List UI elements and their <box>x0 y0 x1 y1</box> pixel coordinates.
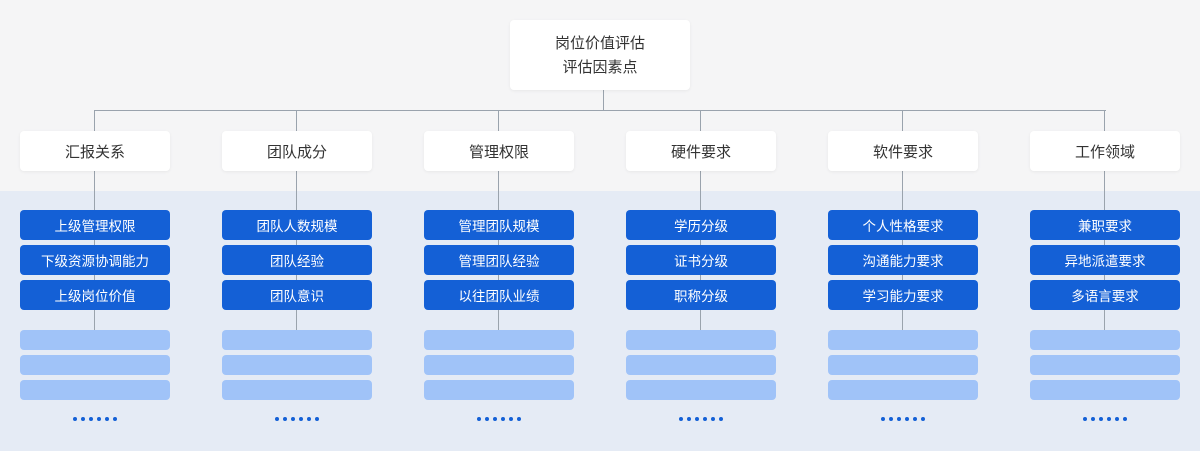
factor-item: 上级岗位价值 <box>20 280 170 310</box>
factor-item: 下级资源协调能力 <box>20 245 170 275</box>
category-node: 管理权限 <box>424 131 574 171</box>
placeholder-row <box>20 380 170 400</box>
placeholder-row <box>828 380 978 400</box>
factor-item: 管理团队规模 <box>424 210 574 240</box>
factor-item: 学习能力要求 <box>828 280 978 310</box>
ellipsis-dot <box>307 417 311 421</box>
ellipsis-dot <box>517 417 521 421</box>
category-node: 工作领域 <box>1030 131 1180 171</box>
ellipsis-dot <box>719 417 723 421</box>
factor-item: 团队意识 <box>222 280 372 310</box>
ellipsis-dot <box>485 417 489 421</box>
placeholder-row <box>626 355 776 375</box>
category-node: 团队成分 <box>222 131 372 171</box>
factor-item: 证书分级 <box>626 245 776 275</box>
placeholder-row <box>626 380 776 400</box>
horizontal-connector <box>95 110 1106 111</box>
ellipsis-dot <box>315 417 319 421</box>
ellipsis-dot <box>1099 417 1103 421</box>
ellipsis-dot <box>881 417 885 421</box>
placeholder-row <box>222 380 372 400</box>
ellipsis-dot <box>913 417 917 421</box>
ellipsis-dot <box>1091 417 1095 421</box>
root-node: 岗位价值评估 评估因素点 <box>510 20 690 90</box>
placeholder-row <box>1030 380 1180 400</box>
factor-item: 管理团队经验 <box>424 245 574 275</box>
ellipsis-dot <box>283 417 287 421</box>
ellipsis-dot <box>509 417 513 421</box>
ellipsis-dot <box>1115 417 1119 421</box>
category-node: 硬件要求 <box>626 131 776 171</box>
ellipsis-dot <box>493 417 497 421</box>
root-subtitle: 评估因素点 <box>562 58 638 76</box>
placeholder-row <box>20 355 170 375</box>
factor-item: 兼职要求 <box>1030 210 1180 240</box>
ellipsis-icon <box>1030 417 1180 425</box>
ellipsis-icon <box>828 417 978 425</box>
root-title: 岗位价值评估 <box>554 34 645 52</box>
ellipsis-dot <box>97 417 101 421</box>
ellipsis-dot <box>1123 417 1127 421</box>
placeholder-row <box>222 355 372 375</box>
ellipsis-dot <box>905 417 909 421</box>
factor-item: 职称分级 <box>626 280 776 310</box>
placeholder-row <box>1030 330 1180 350</box>
ellipsis-dot <box>89 417 93 421</box>
ellipsis-dot <box>679 417 683 421</box>
ellipsis-icon <box>20 417 170 425</box>
ellipsis-dot <box>897 417 901 421</box>
root-connector <box>603 90 604 110</box>
placeholder-row <box>828 330 978 350</box>
factor-item: 多语言要求 <box>1030 280 1180 310</box>
factor-item: 异地派遣要求 <box>1030 245 1180 275</box>
placeholder-row <box>20 330 170 350</box>
factor-item: 个人性格要求 <box>828 210 978 240</box>
placeholder-row <box>424 355 574 375</box>
ellipsis-dot <box>889 417 893 421</box>
ellipsis-dot <box>687 417 691 421</box>
factor-item: 团队经验 <box>222 245 372 275</box>
ellipsis-dot <box>275 417 279 421</box>
ellipsis-dot <box>1107 417 1111 421</box>
ellipsis-dot <box>73 417 77 421</box>
ellipsis-dot <box>703 417 707 421</box>
factor-item: 上级管理权限 <box>20 210 170 240</box>
ellipsis-dot <box>501 417 505 421</box>
ellipsis-dot <box>477 417 481 421</box>
factor-item: 学历分级 <box>626 210 776 240</box>
ellipsis-dot <box>291 417 295 421</box>
ellipsis-dot <box>695 417 699 421</box>
ellipsis-icon <box>626 417 776 425</box>
placeholder-row <box>424 330 574 350</box>
placeholder-row <box>222 330 372 350</box>
category-node: 软件要求 <box>828 131 978 171</box>
lower-background-band <box>0 191 1200 451</box>
ellipsis-dot <box>105 417 109 421</box>
factor-item: 以往团队业绩 <box>424 280 574 310</box>
ellipsis-dot <box>921 417 925 421</box>
ellipsis-dot <box>81 417 85 421</box>
placeholder-row <box>626 330 776 350</box>
ellipsis-dot <box>113 417 117 421</box>
ellipsis-dot <box>1083 417 1087 421</box>
placeholder-row <box>1030 355 1180 375</box>
ellipsis-dot <box>711 417 715 421</box>
ellipsis-icon <box>222 417 372 425</box>
ellipsis-icon <box>424 417 574 425</box>
placeholder-row <box>828 355 978 375</box>
category-node: 汇报关系 <box>20 131 170 171</box>
factor-item: 沟通能力要求 <box>828 245 978 275</box>
placeholder-row <box>424 380 574 400</box>
factor-item: 团队人数规模 <box>222 210 372 240</box>
ellipsis-dot <box>299 417 303 421</box>
